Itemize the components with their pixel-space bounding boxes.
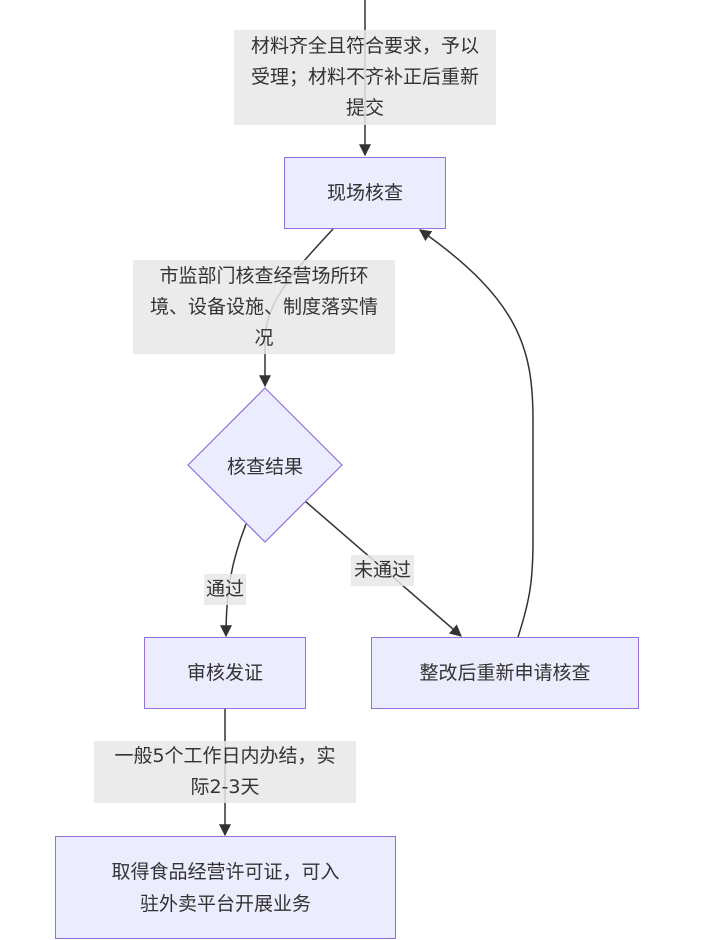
inspection-result-diamond[interactable] (187, 387, 343, 543)
node-obtain-license-line-2: 驻外卖平台开展业务 (139, 892, 311, 915)
edge-label-inspection: 市监部门核查经营场所环 境、设备设施、制度落实情 况 (133, 260, 395, 354)
node-inspection-result-text: 核查结果 (226, 456, 303, 478)
inspection-line-1: 市监部门核查经营场所环 (159, 264, 369, 287)
node-review-issue[interactable]: 审核发证 (144, 637, 306, 709)
node-review-issue-text: 审核发证 (186, 662, 263, 684)
edge-label-pass: 通过 (204, 574, 246, 605)
node-rectify-reapply[interactable]: 整改后重新申请核查 (371, 637, 639, 709)
timeline-line-1: 一般5个工作日内办结，实 (114, 745, 336, 767)
edge-label-acceptance: 材料齐全且符合要求，予以 受理；材料不齐补正后重新 提交 (234, 30, 496, 125)
node-onsite-inspection-text: 现场核查 (326, 182, 403, 204)
node-rectify-reapply-text: 整改后重新申请核查 (419, 662, 591, 684)
acceptance-line-2: 受理；材料不齐补正后重新 (250, 66, 479, 88)
timeline-line-2: 际2-3天 (190, 776, 260, 798)
edge-label-timeline: 一般5个工作日内办结，实 际2-3天 (94, 741, 356, 803)
acceptance-line-1: 材料齐全且符合要求，予以 (250, 35, 479, 57)
acceptance-line-3: 提交 (345, 97, 384, 119)
edge-label-fail: 未通过 (351, 555, 414, 586)
node-onsite-inspection[interactable]: 现场核查 (284, 157, 446, 229)
node-obtain-license[interactable]: 取得食品经营许可证，可入 驻外卖平台开展业务 (55, 836, 396, 939)
inspection-line-2: 境、设备设施、制度落实情 (149, 295, 378, 318)
pass-text: 通过 (205, 578, 244, 600)
inspection-line-3: 况 (254, 326, 274, 349)
fail-text: 未通过 (353, 559, 411, 581)
node-obtain-license-line-1: 取得食品经营许可证，可入 (111, 860, 340, 883)
edge-loop-back (419, 229, 534, 638)
